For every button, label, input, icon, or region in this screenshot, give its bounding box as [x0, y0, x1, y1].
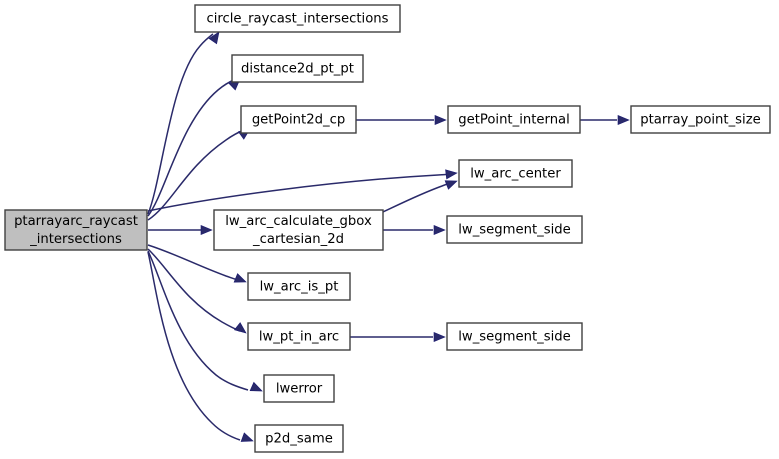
node-label-p2d_same: p2d_same: [265, 432, 333, 447]
node-box-circle_raycast_intersections[interactable]: [194, 4, 401, 33]
node-getPoint2d_cp[interactable]: getPoint2d_cp: [240, 105, 357, 134]
node-box-lw_segment_side_lower[interactable]: [446, 322, 583, 351]
node-circle_raycast_intersections[interactable]: circle_raycast_intersections: [194, 4, 401, 33]
node-box-lw_arc_is_pt[interactable]: [247, 272, 351, 301]
node-label2-ptarrayarc_raycast_intersections: _intersections: [29, 232, 122, 247]
arrowhead-ptarray_point_size: [617, 114, 630, 126]
node-ptarray_point_size[interactable]: ptarray_point_size: [630, 105, 771, 134]
edge-lw_arc_calculate_gbox_cartesian_2d-to-lw_arc_center: [382, 181, 455, 213]
node-box-distance2d_pt_pt[interactable]: [231, 54, 364, 83]
edge-ptarrayarc_raycast_intersections-to-lw_arc_center: [147, 173, 454, 212]
node-box-ptarrayarc_raycast_intersections[interactable]: [4, 209, 148, 251]
node-label-lw_segment_side_upper: lw_segment_side: [458, 223, 571, 238]
arrowhead-lw_segment_side_lower: [433, 331, 446, 343]
node-label-getPoint2d_cp: getPoint2d_cp: [252, 113, 345, 128]
node-box-lwerror[interactable]: [263, 374, 335, 403]
node-getPoint_internal[interactable]: getPoint_internal: [447, 105, 581, 134]
node-label-ptarrayarc_raycast_intersections: ptarrayarc_raycast: [14, 214, 138, 229]
node-p2d_same[interactable]: p2d_same: [254, 424, 344, 453]
edges-layer: [147, 33, 617, 441]
node-lw_segment_side_upper[interactable]: lw_segment_side: [446, 215, 583, 244]
edge-ptarrayarc_raycast_intersections-to-lwerror: [147, 250, 249, 391]
node-label-distance2d_pt_pt: distance2d_pt_pt: [241, 62, 354, 77]
node-box-getPoint_internal[interactable]: [447, 105, 581, 134]
arrowhead-lw_arc_center_b: [444, 180, 458, 190]
node-box-getPoint2d_cp[interactable]: [240, 105, 357, 134]
edge-ptarrayarc_raycast_intersections-to-lw_pt_in_arc: [147, 248, 241, 332]
node-label-lw_arc_center: lw_arc_center: [470, 167, 561, 182]
node-box-lw_pt_in_arc[interactable]: [247, 322, 351, 351]
node-label-getPoint_internal: getPoint_internal: [458, 113, 570, 128]
node-label-ptarray_point_size: ptarray_point_size: [640, 113, 761, 128]
node-lw_arc_calculate_gbox_cartesian_2d[interactable]: lw_arc_calculate_gbox _cartesian_2d: [213, 209, 384, 251]
arrowhead-lwerror: [249, 381, 263, 392]
node-box-lw_segment_side_upper[interactable]: [446, 215, 583, 244]
node-label2-lw_arc_calculate_gbox_cartesian_2d: _cartesian_2d: [252, 232, 344, 247]
node-box-p2d_same[interactable]: [254, 424, 344, 453]
arrowhead-getPoint_internal: [434, 114, 447, 126]
node-box-lw_arc_center[interactable]: [458, 159, 573, 188]
edge-ptarrayarc_raycast_intersections-to-getPoint2d_cp: [147, 129, 245, 221]
node-lw_segment_side_lower[interactable]: lw_segment_side: [446, 322, 583, 351]
nodes-layer: ptarrayarc_raycast _intersections circle_r…: [4, 4, 771, 453]
arrowhead-lw_arc_is_pt: [233, 273, 247, 283]
node-lw_arc_is_pt[interactable]: lw_arc_is_pt: [247, 272, 351, 301]
node-label-lw_arc_is_pt: lw_arc_is_pt: [260, 280, 339, 295]
node-label-lwerror: lwerror: [276, 382, 323, 397]
edge-ptarrayarc_raycast_intersections-to-p2d_same: [147, 251, 241, 441]
node-label-lw_pt_in_arc: lw_pt_in_arc: [259, 330, 339, 345]
arrowhead-lw_arc_center_a: [445, 169, 458, 180]
arrowhead-lw_pt_in_arc: [233, 322, 247, 334]
arrowhead-lw_segment_side_upper: [433, 224, 446, 236]
node-box-ptarray_point_size[interactable]: [630, 105, 771, 134]
node-lwerror[interactable]: lwerror: [263, 374, 335, 403]
edge-ptarrayarc_raycast_intersections-to-circle_raycast_intersections: [147, 33, 214, 215]
edge-ptarrayarc_raycast_intersections-to-distance2d_pt_pt: [147, 79, 235, 217]
node-box-lw_arc_calculate_gbox_cartesian_2d[interactable]: [213, 209, 384, 251]
arrowhead-p2d_same: [240, 432, 254, 442]
arrowhead-lw_arc_calculate_gbox_cartesian_2d: [200, 224, 213, 236]
node-lw_arc_center[interactable]: lw_arc_center: [458, 159, 573, 188]
node-label-circle_raycast_intersections: circle_raycast_intersections: [206, 12, 388, 27]
arrowhead-circle_raycast_intersections: [208, 31, 220, 45]
node-label-lw_segment_side_lower: lw_segment_side: [458, 330, 571, 345]
node-lw_pt_in_arc[interactable]: lw_pt_in_arc: [247, 322, 351, 351]
node-label-lw_arc_calculate_gbox_cartesian_2d: lw_arc_calculate_gbox: [225, 214, 372, 229]
node-distance2d_pt_pt[interactable]: distance2d_pt_pt: [231, 54, 364, 83]
node-ptarrayarc_raycast_intersections[interactable]: ptarrayarc_raycast _intersections: [4, 209, 148, 251]
